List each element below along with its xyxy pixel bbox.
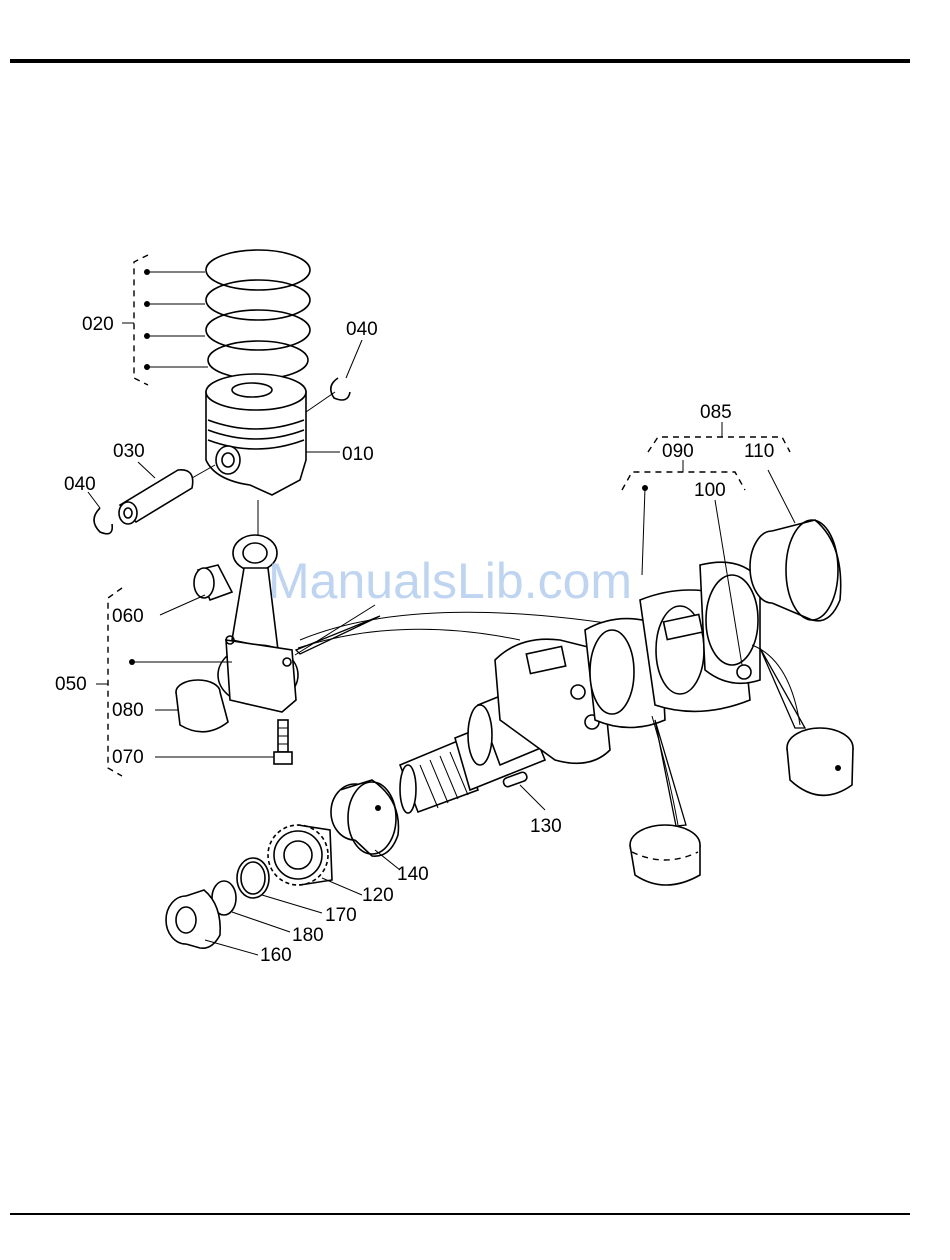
- label-050: 050: [55, 674, 87, 695]
- watermark: ManualsLib.com: [268, 553, 632, 609]
- crank-collar: [331, 780, 398, 856]
- conrod-bearing: [176, 680, 228, 732]
- o-ring-170: [237, 858, 269, 898]
- conrod-bolt: [274, 720, 292, 764]
- label-180: 180: [292, 925, 324, 946]
- label-090: 090: [662, 441, 694, 462]
- label-130: 130: [530, 816, 562, 837]
- label-020: 020: [82, 314, 114, 335]
- piston: [206, 374, 306, 495]
- main-bearing-middle: [630, 825, 700, 885]
- label-110: 110: [744, 441, 774, 462]
- collar-160: [166, 890, 220, 948]
- label-140: 140: [397, 864, 429, 885]
- label-100: 100: [694, 480, 726, 501]
- label-160: 160: [260, 945, 292, 966]
- crank-gear: [268, 825, 332, 885]
- label-040-left: 040: [64, 474, 96, 495]
- circlip-left: [94, 508, 112, 534]
- main-bearing-rear: [750, 520, 841, 621]
- circlip-right: [331, 378, 350, 400]
- label-010: 010: [342, 444, 374, 465]
- label-040-top: 040: [346, 319, 378, 340]
- label-080: 080: [112, 700, 144, 721]
- piston-rings: [206, 250, 310, 379]
- main-bearing-lower: [787, 728, 853, 795]
- piston-pin: [119, 470, 193, 524]
- small-end-bush: [194, 565, 232, 600]
- label-030: 030: [113, 441, 145, 462]
- label-085: 085: [700, 402, 732, 423]
- label-070: 070: [112, 747, 144, 768]
- bracket-090: [622, 460, 745, 575]
- label-170: 170: [325, 905, 357, 926]
- bracket-020: [122, 255, 208, 385]
- label-120: 120: [362, 885, 394, 906]
- label-060: 060: [112, 606, 144, 627]
